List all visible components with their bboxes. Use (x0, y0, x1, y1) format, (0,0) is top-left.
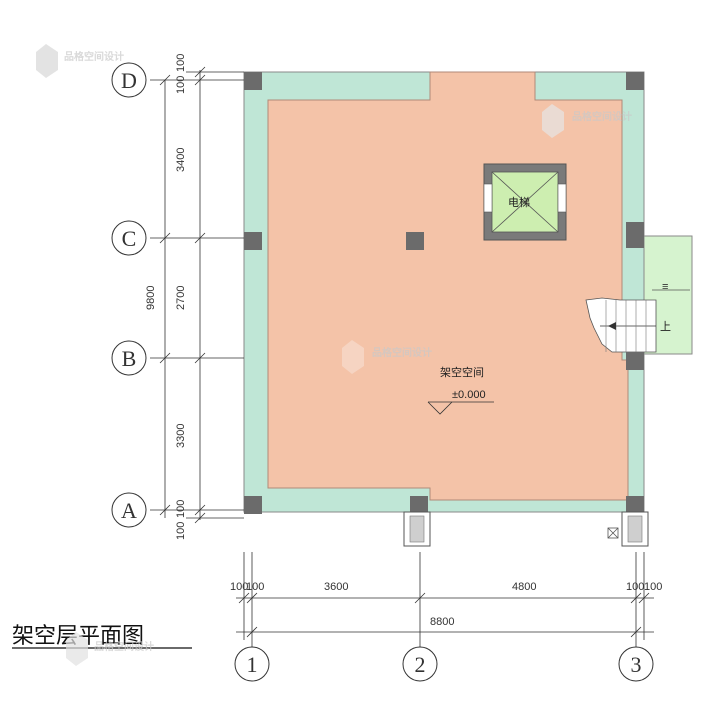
drain-icon (607, 527, 619, 539)
svg-text:品格空间设计: 品格空间设计 (572, 110, 632, 123)
stair-tick-mark: ≡ (662, 281, 668, 293)
dim-bottom-100c: 100 (626, 581, 644, 593)
svg-text:2: 2 (415, 652, 426, 677)
column (410, 496, 428, 514)
dim-top-100b: 100 (175, 76, 187, 94)
column (626, 72, 644, 90)
column (626, 352, 644, 370)
dim-bottom-100a: 100 (230, 581, 248, 593)
dim-1-2: 3600 (324, 581, 348, 593)
axis-bubble-1: 1 (234, 646, 270, 682)
dim-left-total: 9800 (145, 286, 157, 310)
stair-flight: 上 (585, 297, 671, 353)
elevation-marker: ±0.000 (427, 389, 494, 415)
svg-text:A: A (121, 498, 137, 523)
axis-bubble-3: 3 (618, 646, 654, 682)
bottom-dimensions (236, 552, 654, 648)
column-pad (621, 511, 649, 547)
column (626, 496, 644, 514)
dim-d-c: 3400 (175, 148, 187, 172)
watermark: 品格空间设计 (36, 44, 124, 78)
column (244, 496, 262, 514)
dim-b-a: 3300 (175, 424, 187, 448)
dim-2-3: 4800 (512, 581, 536, 593)
watermark: 品格空间设计 (342, 340, 432, 374)
dim-bot-100a: 100 (175, 500, 187, 518)
svg-text:品格空间设计: 品格空间设计 (94, 640, 154, 653)
dim-bottom-100b: 100 (246, 581, 264, 593)
svg-text:1: 1 (247, 652, 258, 677)
axis-bubble-d: D (111, 62, 147, 98)
axis-bubble-2: 2 (402, 646, 438, 682)
left-dimensions (150, 66, 244, 524)
elevator: 电梯 (483, 163, 567, 241)
watermark: 品格空间设计 (542, 104, 632, 138)
svg-text:C: C (122, 226, 137, 251)
floor-area (267, 71, 629, 501)
axis-bubble-b: B (111, 340, 147, 376)
dim-bottom-100d: 100 (644, 581, 662, 593)
column (626, 222, 644, 248)
room-name: 架空空间 (440, 365, 484, 379)
elevator-label: 电梯 (508, 196, 530, 209)
column-pad (403, 511, 431, 547)
column (244, 72, 262, 90)
dim-bottom-total: 8800 (430, 616, 454, 628)
axis-bubble-c: C (111, 220, 147, 256)
stair-up-label: 上 (660, 320, 671, 333)
column (406, 232, 424, 250)
svg-text:D: D (121, 68, 137, 93)
column (244, 232, 262, 250)
axis-bubble-a: A (111, 492, 147, 528)
dim-bot-100b: 100 (175, 522, 187, 540)
svg-text:品格空间设计: 品格空间设计 (372, 346, 432, 359)
dim-top-100a: 100 (175, 54, 187, 72)
dim-c-b: 2700 (175, 286, 187, 310)
svg-text:3: 3 (631, 652, 642, 677)
svg-text:品格空间设计: 品格空间设计 (64, 50, 124, 63)
svg-text:B: B (122, 346, 137, 371)
watermark: 品格空间设计 (66, 632, 154, 666)
room-elevation: ±0.000 (452, 389, 486, 401)
